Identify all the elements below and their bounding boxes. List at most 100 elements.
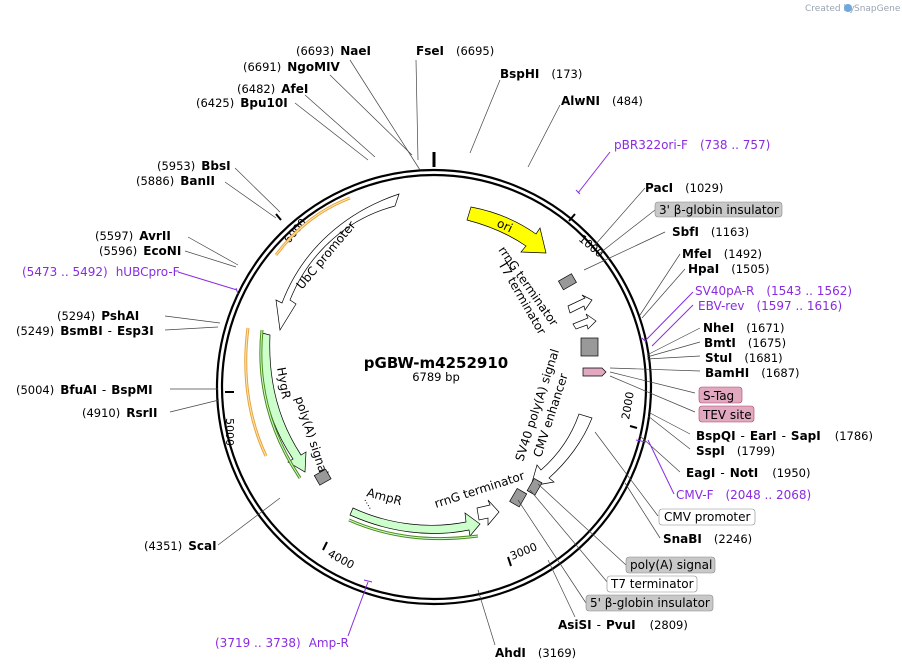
ngomiv-name: NgoMIV: [287, 60, 340, 74]
ampr-label: AmpR: [365, 485, 403, 508]
ebv-primer-name: EBV-rev: [698, 299, 744, 313]
amp-r-primer-range: (3719 .. 3738): [215, 636, 301, 650]
tick-4000: 4000: [326, 547, 357, 572]
b-globin-3-label: 3' β-globin insulator: [659, 203, 779, 217]
svg-text:BspHI(173): BspHI (173): [500, 67, 582, 81]
stui-pos: (1681): [744, 351, 782, 365]
asisi-pos: (2809): [650, 618, 688, 632]
esp3i-name: Esp3I: [117, 324, 154, 338]
econi-name: EcoNI: [143, 244, 181, 258]
svg-text:FseI(6695): FseI(6695): [416, 44, 494, 58]
svg-text:SspI(1799): SspI(1799): [696, 444, 775, 458]
terminator-block-3: [509, 487, 528, 508]
brand-name: SnapGene: [854, 4, 901, 14]
pbr322ori-primer-range: (738 .. 757): [700, 138, 770, 152]
ubc-promoter-feature: [275, 193, 400, 332]
bbsi-name: BbsI: [201, 159, 230, 173]
alwni-pos: (484): [612, 94, 643, 108]
snapgene-branding: Created by SnapGene: [805, 4, 901, 14]
svg-text:SnaBI(2246): SnaBI(2246): [663, 532, 752, 546]
bmti-name: BmtI: [704, 336, 736, 350]
snabi-pos: (2246): [714, 532, 752, 546]
terminator-arrow-2: [572, 313, 597, 330]
pvui-name: PvuI: [606, 618, 636, 632]
created-by-text: Created by: [805, 4, 855, 14]
bfuai-name: BfuAI: [60, 383, 97, 397]
bspqi-pos: (1786): [835, 429, 873, 443]
pshai-pos: (5294): [57, 309, 95, 323]
svg-text:(6425)Bpu10I: (6425)Bpu10I: [196, 96, 288, 110]
afei-name: AfeI: [281, 82, 308, 96]
bamhi-name: BamHI: [705, 366, 749, 380]
b-globin-5-box: [585, 594, 714, 612]
banii-name: BanII: [180, 174, 215, 188]
pbr322ori-primer-name: pBR322ori-F: [614, 138, 688, 152]
sapi-name: SapI: [791, 429, 821, 443]
bpu10i-pos: (6425): [196, 96, 234, 110]
svg-text:(5004)BfuAI-BspMI: (5004)BfuAI-BspMI: [16, 383, 153, 397]
scai-pos: (4351): [144, 539, 182, 553]
b-globin-3-box: [654, 201, 783, 218]
mfei-pos: (1492): [724, 247, 762, 261]
svg-text:SbfI(1163): SbfI(1163): [672, 225, 749, 239]
svg-text:AsiSI-PvuI(2809): AsiSI-PvuI(2809): [558, 618, 688, 632]
svg-text:(5249)BsmBI-Esp3I: (5249)BsmBI-Esp3I: [16, 324, 154, 338]
rrng-terminator-arrow: [476, 499, 500, 526]
hpai-name: HpaI: [688, 262, 719, 276]
svg-text:AlwNI(484): AlwNI(484): [561, 94, 643, 108]
paci-pos: (1029): [685, 181, 723, 195]
naei-pos: (6693): [296, 44, 334, 58]
plasmid-name: pGBW-m4252910: [364, 354, 508, 372]
svg-text:EagI-NotI(1950): EagI-NotI(1950): [686, 466, 810, 480]
primer-lines: [177, 151, 694, 637]
svg-text:pBR322ori-F(738 .. 757): pBR322ori-F (738 .. 757): [614, 138, 770, 152]
svg-text:(5953)BbsI: (5953)BbsI: [157, 159, 231, 173]
eagi-pos: (1950): [772, 466, 810, 480]
ngomiv-pos: (6691): [243, 60, 281, 74]
ampr-feature: [349, 507, 481, 537]
sv40pa-primer-name: SV40pA-R: [695, 284, 754, 298]
fsei-pos: (6695): [456, 44, 494, 58]
ahdi-pos: (3169): [538, 646, 576, 660]
avrii-name: AvrII: [139, 229, 171, 243]
svg-text:CMV-F(2048 .. 2068): CMV-F(2048 .. 2068): [676, 488, 811, 502]
ori-feature: [466, 206, 547, 254]
backbone-outer: [215, 168, 653, 606]
cmv-promoter-label: CMV promoter: [664, 510, 751, 524]
tick-3000: 3000: [508, 540, 539, 563]
tick-5000: 5000: [223, 418, 236, 446]
nhei-pos: (1671): [746, 321, 784, 335]
svg-text:(5294)PshAI: (5294)PshAI: [57, 309, 139, 323]
stui-name: StuI: [705, 351, 732, 365]
svg-text:MfeI(1492): MfeI(1492): [682, 247, 762, 261]
bspmi-name: BspMI: [111, 383, 152, 397]
terminator-block-2: [580, 337, 599, 357]
svg-text:NheI(1671): NheI(1671): [703, 321, 784, 335]
asisi-name: AsiSI: [558, 618, 592, 632]
svg-text:BmtI(1675): BmtI(1675): [704, 336, 786, 350]
hubcpro-primer-name: hUBCpro-F: [116, 265, 180, 279]
svg-text:(5597)AvrII: (5597) AvrII: [95, 229, 171, 243]
svg-text:EBV-rev(1597 .. 1616): EBV-rev(1597 .. 1616): [698, 299, 842, 313]
sspi-name: SspI: [696, 444, 725, 458]
polya-signal-box-label: poly(A) signal: [630, 558, 712, 572]
bsphi-pos: (173): [551, 67, 582, 81]
econi-pos: (5596): [99, 244, 137, 258]
svg-text:(5596)EcoNI: (5596) EcoNI: [99, 244, 181, 258]
t7-terminator-box-label: T7 terminator: [610, 577, 694, 591]
scai-name: ScaI: [188, 539, 216, 553]
svg-text:SV40pA-R(1543 .. 1562): SV40pA-R(1543 .. 1562): [695, 284, 852, 298]
bsmbi-name: BsmBI: [60, 324, 102, 338]
avrii-pos: (5597): [95, 229, 133, 243]
polya-block: [313, 468, 332, 486]
bsphi-name: BspHI: [500, 67, 539, 81]
eagi-name: EagI: [686, 466, 715, 480]
bsmbi-pos: (5249): [16, 324, 54, 338]
paci-name: PacI: [645, 181, 673, 195]
sbfi-name: SbfI: [672, 225, 699, 239]
snapgene-logo-icon: [844, 4, 852, 12]
svg-text:(6482)AfeI: (6482)AfeI: [237, 82, 308, 96]
backbone-inner: [220, 173, 648, 601]
cmv-promoter-box: [658, 508, 756, 526]
